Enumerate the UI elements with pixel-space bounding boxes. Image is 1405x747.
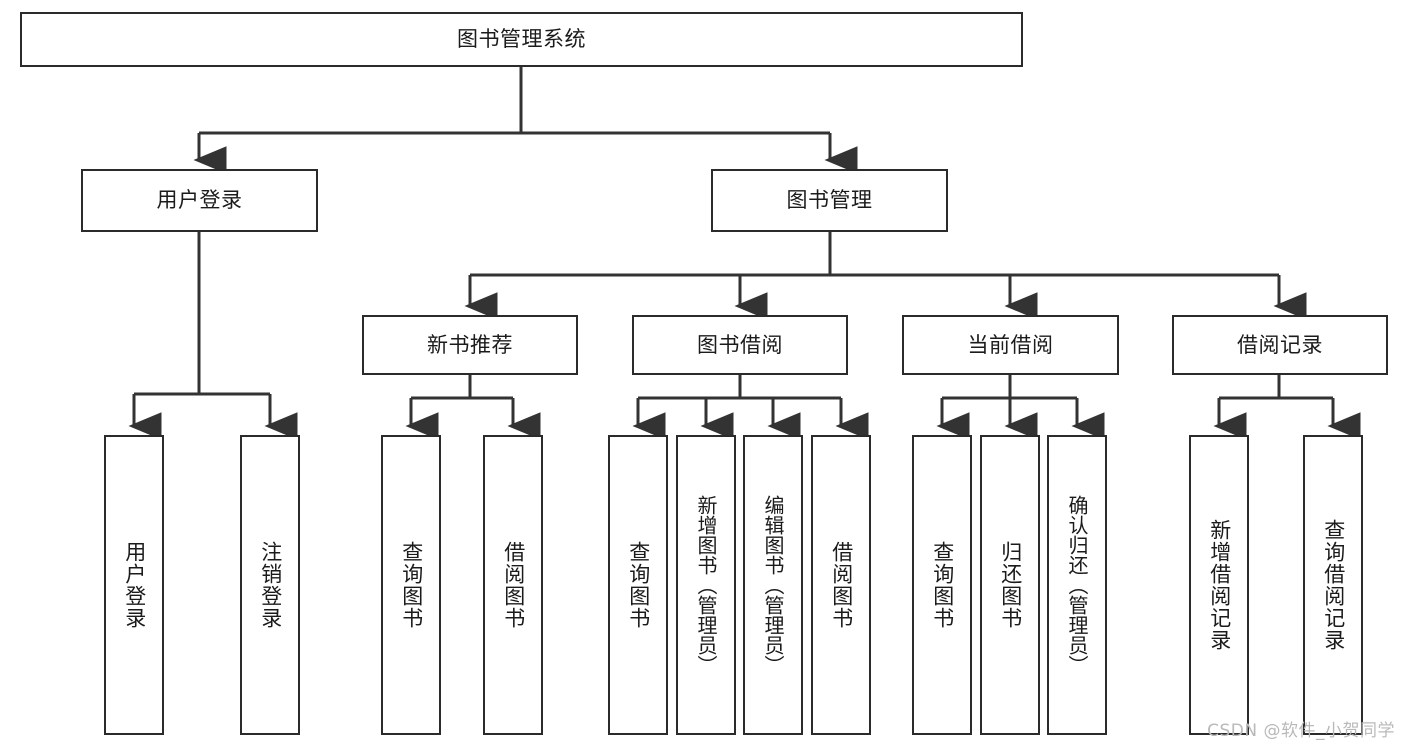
leaf-borrow-book-1[interactable]: 借阅图书 [483,435,543,735]
leaf-logout[interactable]: 注销登录 [240,435,300,735]
leaf-query-book-2[interactable]: 查询图书 [608,435,668,735]
leaf-return-book[interactable]: 归还图书 [980,435,1040,735]
node-book-manage-label: 图书管理 [786,188,873,213]
node-current-borrow-label: 当前借阅 [967,332,1054,357]
node-new-book-rec[interactable]: 新书推荐 [362,315,578,375]
leaf-query-record-label: 查询借阅记录 [1321,519,1346,651]
leaf-edit-book-label: 编辑图书（管理员） [761,495,785,675]
node-book-borrow-label: 图书借阅 [697,332,783,357]
leaf-query-book-1[interactable]: 查询图书 [381,435,441,735]
node-borrow-record[interactable]: 借阅记录 [1172,315,1388,375]
leaf-query-record[interactable]: 查询借阅记录 [1303,435,1363,735]
leaf-edit-book[interactable]: 编辑图书（管理员） [743,435,803,735]
node-root-label: 图书管理系统 [457,27,586,52]
leaf-borrow-book-2[interactable]: 借阅图书 [811,435,871,735]
leaf-add-book[interactable]: 新增图书（管理员） [676,435,736,735]
node-book-borrow[interactable]: 图书借阅 [632,315,848,375]
leaf-add-book-label: 新增图书（管理员） [694,495,718,675]
leaf-borrow-book-1-label: 借阅图书 [501,541,526,629]
leaf-add-record[interactable]: 新增借阅记录 [1189,435,1249,735]
leaf-query-book-3-label: 查询图书 [930,541,955,629]
leaf-return-book-label: 归还图书 [998,541,1023,629]
leaf-query-book-3[interactable]: 查询图书 [912,435,972,735]
node-book-manage[interactable]: 图书管理 [711,169,948,232]
node-borrow-record-label: 借阅记录 [1237,332,1323,357]
leaf-confirm-return[interactable]: 确认归还（管理员） [1047,435,1107,735]
leaf-logout-label: 注销登录 [258,541,283,629]
leaf-add-record-label: 新增借阅记录 [1207,519,1232,651]
node-user-login[interactable]: 用户登录 [81,169,318,232]
node-current-borrow[interactable]: 当前借阅 [902,315,1119,375]
leaf-confirm-return-label: 确认归还（管理员） [1065,495,1089,675]
leaf-borrow-book-2-label: 借阅图书 [829,541,854,629]
csdn-watermark: CSDN @软件_小贺同学 [1207,721,1395,741]
leaf-user-login[interactable]: 用户登录 [104,435,164,735]
leaf-user-login-label: 用户登录 [122,541,147,629]
leaf-query-book-1-label: 查询图书 [399,541,424,629]
node-root[interactable]: 图书管理系统 [20,12,1023,67]
leaf-query-book-2-label: 查询图书 [626,541,651,629]
node-new-book-rec-label: 新书推荐 [427,332,513,357]
node-user-login-label: 用户登录 [156,188,243,213]
